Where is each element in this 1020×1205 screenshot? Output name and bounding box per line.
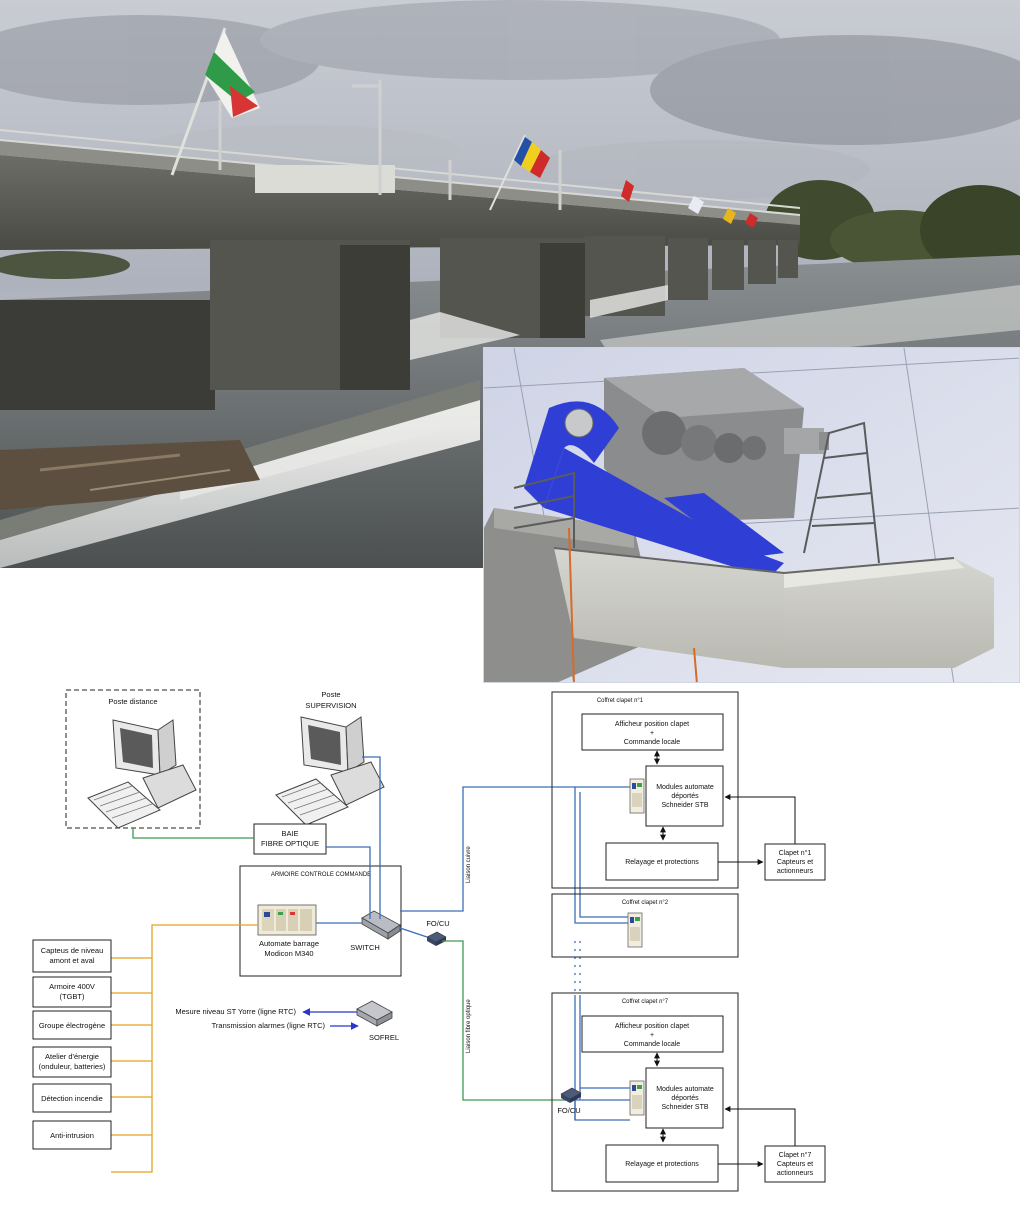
coffret2-box: [551, 893, 739, 958]
coffret7-plus-label: +: [650, 1032, 654, 1039]
automate-label: Automate barrage: [259, 939, 319, 948]
coffret1-title: Coffret clapet n°1: [597, 698, 644, 704]
coffret1-box: [551, 691, 739, 889]
input-incendie-label: Détection incendie: [41, 1094, 103, 1103]
bridge-railing: [0, 129, 801, 216]
transmission-alarmes-label: Transmission alarmes (ligne RTC): [212, 1021, 326, 1030]
fiber-links: [132, 828, 563, 1101]
sofrel-icon: [356, 1000, 393, 1027]
coffret1-plus-label: +: [650, 730, 654, 737]
poste-distance-label: Poste distance: [108, 697, 157, 706]
clapet7-label: Clapet n°7: [779, 1151, 812, 1159]
plc-modicon-icon: [257, 904, 317, 936]
cad-render: [483, 347, 1020, 683]
armoire-title: ARMOIRE CONTROLE COMMANDE: [271, 872, 371, 878]
coffret2-title: Coffret clapet n°2: [622, 900, 669, 906]
coffret1-commande-label: Commande locale: [624, 739, 681, 746]
bus: [255, 165, 395, 193]
io-bus: [111, 924, 258, 1173]
cad-drive-arm: [524, 401, 784, 578]
clapet1-capteurs-label: Capteurs et: [777, 859, 813, 866]
switch-icon: [361, 910, 401, 940]
lock-wall: [0, 300, 215, 410]
coffret1-afficheur-label: Afficheur position clapet: [615, 721, 689, 728]
remote-computer-icon: [87, 719, 197, 829]
coffret7-modules-box: [645, 1067, 724, 1129]
coffret2-stb-icon: [627, 912, 643, 948]
coffret1-deportes-label: déportés: [671, 793, 699, 800]
coffret7-title: Coffret clapet n°7: [622, 999, 669, 1005]
cad-gearbox: [604, 368, 829, 523]
coffret7-stb-label: Schneider STB: [661, 1104, 708, 1111]
input-capteurs-label: Capteus de niveau: [41, 946, 104, 955]
clapet1-box: [764, 843, 826, 881]
armoire-box: [239, 865, 402, 977]
clapet1-to-modules1: [724, 794, 796, 844]
coffret7-stb-icon: [629, 1080, 645, 1116]
flags: [170, 27, 758, 228]
liaison-fibre-label: Liaison fibre optique: [466, 999, 472, 1053]
clapet7-actionneurs-label: actionneurs: [777, 1170, 814, 1177]
lamp-posts: [218, 80, 562, 210]
coffret1-stb-label: Schneider STB: [661, 802, 708, 809]
input-armoire-sublabel: (TGBT): [60, 992, 85, 1001]
fibre-optique-label: FIBRE OPTIQUE: [261, 839, 319, 848]
supervision-label: SUPERVISION: [305, 701, 356, 710]
input-armoire-label: Armoire 400V: [49, 982, 95, 991]
coffret1-relayage-label: Relayage et protections: [625, 859, 699, 866]
coffret1-modules-box: [645, 765, 724, 827]
input-intrusion-label: Anti-intrusion: [50, 1131, 94, 1140]
poste-label: Poste: [321, 690, 340, 699]
input-capteurs-sublabel: amont et aval: [49, 956, 94, 965]
clapet7-to-modules7: [724, 1106, 796, 1146]
ethernet-continuation: [574, 941, 581, 995]
coffret1-afficheur-box: [581, 713, 724, 751]
baie-label: BAIE: [281, 829, 298, 838]
cad-walkway: [553, 547, 994, 668]
coffret7-deportes-label: déportés: [671, 1095, 699, 1102]
clapet7-capteurs-label: Capteurs et: [777, 1161, 813, 1168]
supervision-computer-icon: [275, 716, 385, 826]
debris: [0, 440, 260, 510]
coffret1-stb-icon: [629, 778, 645, 814]
input-atelier-label: Atelier d'énergie: [45, 1052, 99, 1061]
focu-top-label: FO/CU: [426, 919, 449, 928]
focu-bottom-icon: [560, 1087, 582, 1103]
input-devices: Capteus de niveau amont et aval Armoire …: [32, 939, 112, 1150]
coffret7-modules-label: Modules automate: [656, 1086, 714, 1093]
input-groupe-label: Groupe électrogène: [39, 1021, 105, 1030]
modicon-label: Modicon M340: [264, 949, 313, 958]
sofrel-label: SOFREL: [369, 1033, 399, 1042]
input-atelier-sublabel: (onduleur, batteries): [39, 1062, 106, 1071]
clapet7-box: [764, 1145, 826, 1183]
ethernet-links: [316, 756, 630, 1120]
control-architecture-diagram: Poste distance Poste SUPERVISION BAIE FI…: [0, 683, 1020, 1200]
coffret7-relayage-label: Relayage et protections: [625, 1161, 699, 1168]
cad-railings: [513, 421, 880, 564]
mesure-niveau-label: Mesure niveau ST Yorre (ligne RTC): [175, 1007, 296, 1016]
coffret7-relayage-box: [605, 1144, 719, 1183]
clapet1-label: Clapet n°1: [779, 849, 812, 857]
clapet1-actionneurs-label: actionneurs: [777, 868, 814, 875]
coffret7-afficheur-box: [581, 1015, 724, 1053]
focu-top-icon: [426, 931, 447, 946]
coffret1-relayage-box: [605, 842, 719, 881]
baie-fibre-box: [253, 823, 327, 855]
bridge-deck: [0, 155, 800, 250]
liaison-cuivre-label: Liaison cuivre: [466, 846, 472, 883]
coffret7-box: [551, 992, 739, 1192]
focu-bottom-label: FO/CU: [557, 1106, 580, 1115]
coffret1-modules-label: Modules automate: [656, 784, 714, 791]
coffret7-commande-label: Commande locale: [624, 1041, 681, 1048]
switch-label: SWITCH: [350, 943, 380, 952]
coffret7-afficheur-label: Afficheur position clapet: [615, 1023, 689, 1030]
